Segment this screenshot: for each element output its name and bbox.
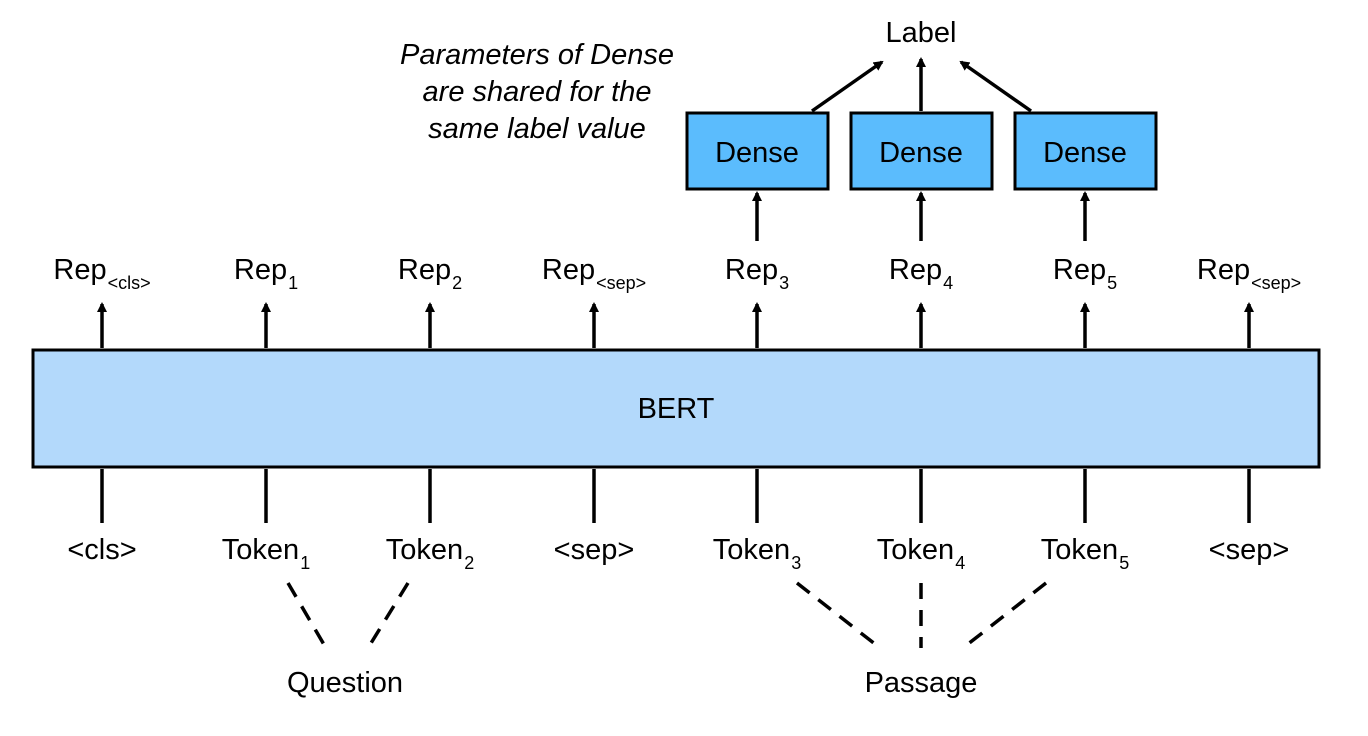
dense-label-3: Dense — [1043, 137, 1127, 169]
question-dash-1 — [286, 582, 328, 649]
dense-box-1: Dense — [685, 111, 830, 191]
bert-label: BERT — [638, 393, 715, 425]
rep-label-5: Rep3 — [725, 254, 789, 293]
rep-label-6-base: Rep — [889, 254, 942, 286]
rep-label-1-subscript: <cls> — [108, 273, 151, 293]
rep-label-7: Rep5 — [1053, 254, 1117, 293]
token-label-7-base: Token — [1041, 534, 1118, 566]
note-line-3: same label value — [428, 113, 646, 145]
passage-dash-3 — [961, 581, 1048, 650]
token-label-6: Token4 — [877, 534, 965, 573]
token-label-3-base: Token — [386, 534, 463, 566]
rep-label-4-subscript: <sep> — [596, 273, 646, 293]
dense3-to-label-arrow — [959, 60, 1033, 113]
rep-label-3-base: Rep — [398, 254, 451, 286]
rep-label-4-base: Rep — [542, 254, 595, 286]
rep-label-7-subscript: 5 — [1107, 273, 1117, 293]
token-label-1-base: <cls> — [67, 534, 136, 566]
rep-label-2-base: Rep — [234, 254, 287, 286]
dense-label-2: Dense — [879, 137, 963, 169]
note-line-2: are shared for the — [423, 76, 652, 108]
token-label-7-subscript: 5 — [1119, 553, 1129, 573]
token-label-2-subscript: 1 — [300, 553, 310, 573]
token-label-2: Token1 — [222, 534, 310, 573]
rep-label-7-base: Rep — [1053, 254, 1106, 286]
rep-label-6: Rep4 — [889, 254, 953, 293]
question-label: Question — [287, 667, 403, 699]
rep-label-1-base: Rep — [53, 254, 106, 286]
dense-label-1: Dense — [715, 137, 799, 169]
rep-label-8-base: Rep — [1197, 254, 1250, 286]
token-label-4-base: <sep> — [554, 534, 635, 566]
dense-box-3: Dense — [1013, 111, 1158, 191]
token-label-5: Token3 — [713, 534, 801, 573]
token-label-5-base: Token — [713, 534, 790, 566]
output-label: Label — [886, 17, 957, 49]
dense-box-2: Dense — [849, 111, 994, 191]
note-line-1: Parameters of Dense — [400, 39, 674, 71]
token-label-3: Token2 — [386, 534, 474, 573]
token-label-5-subscript: 3 — [791, 553, 801, 573]
rep-label-8: Rep<sep> — [1197, 254, 1301, 293]
passage-dash-1 — [795, 581, 882, 650]
passage-label: Passage — [865, 667, 978, 699]
rep-label-2-subscript: 1 — [288, 273, 298, 293]
rep-label-5-subscript: 3 — [779, 273, 789, 293]
rep-label-8-subscript: <sep> — [1251, 273, 1301, 293]
token-label-8: <sep> — [1209, 534, 1290, 566]
token-label-6-base: Token — [877, 534, 954, 566]
token-label-1: <cls> — [67, 534, 136, 566]
rep-label-6-subscript: 4 — [943, 273, 953, 293]
token-label-8-base: <sep> — [1209, 534, 1290, 566]
question-dash-2 — [366, 582, 410, 649]
rep-label-2: Rep1 — [234, 254, 298, 293]
token-label-3-subscript: 2 — [464, 553, 474, 573]
token-label-7: Token5 — [1041, 534, 1129, 573]
token-label-6-subscript: 4 — [955, 553, 965, 573]
token-label-2-base: Token — [222, 534, 299, 566]
rep-label-3-subscript: 2 — [452, 273, 462, 293]
bert-output-arrows — [97, 302, 1254, 348]
rep-label-3: Rep2 — [398, 254, 462, 293]
rep-label-1: Rep<cls> — [53, 254, 150, 293]
dense1-to-label-arrow — [810, 60, 884, 113]
rep-label-4: Rep<sep> — [542, 254, 646, 293]
token-label-4: <sep> — [554, 534, 635, 566]
rep-label-5-base: Rep — [725, 254, 778, 286]
bert-box: BERT — [31, 348, 1321, 469]
token-input-lines — [100, 469, 1251, 523]
